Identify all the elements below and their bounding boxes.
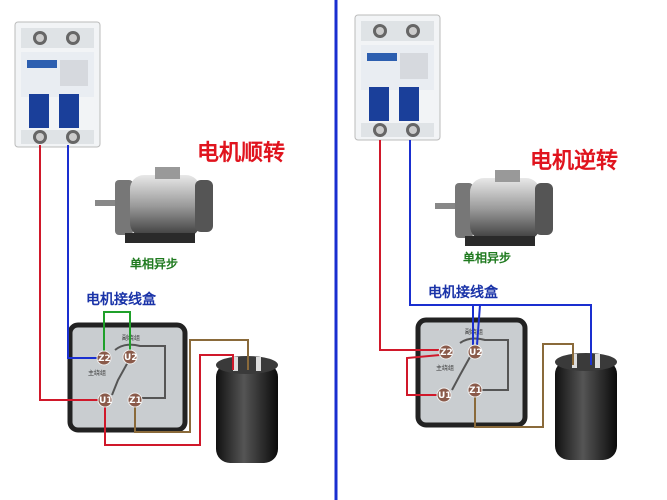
junction-box-label: 电机接线盒: [428, 284, 499, 301]
right-panel-reverse: 电机逆转 单相异步 电机接线盒 副绕组 主绕组 Z2 U2 U1 Z1: [354, 14, 618, 460]
svg-text:U1: U1: [438, 391, 452, 401]
svg-text:U2: U2: [469, 348, 483, 358]
svg-text:U1: U1: [99, 396, 113, 406]
circuit-breaker: [14, 21, 101, 148]
main-winding-label: 主绕组: [436, 364, 454, 372]
left-panel-forward: 电机顺转 单相异步 电机接线盒 副绕组 主绕组 Z2 U2 U1 Z1: [14, 21, 285, 463]
svg-text:Z2: Z2: [98, 354, 111, 364]
capacitor-wire-red: [104, 354, 234, 446]
motor-label: 单相异步: [130, 256, 178, 271]
circuit-breaker: [354, 14, 441, 141]
live-wire: [379, 140, 440, 351]
motor-label: 单相异步: [463, 250, 511, 265]
right-title: 电机逆转: [530, 148, 618, 174]
capacitor-wire-brown: [134, 339, 249, 433]
terminal-z1: Z1: [467, 382, 483, 398]
svg-text:Z1: Z1: [129, 396, 142, 406]
terminal-z2: Z2: [96, 350, 112, 366]
jumper-wire: [103, 311, 131, 352]
motor-image: [95, 167, 213, 243]
capacitor: [216, 356, 278, 463]
terminal-z2: Z2: [438, 344, 454, 360]
junction-box-label: 电机接线盒: [86, 291, 157, 308]
svg-text:Z2: Z2: [440, 348, 453, 358]
capacitor: [555, 353, 617, 460]
motor-image: [435, 170, 553, 246]
aux-winding-label: 副绕组: [122, 334, 140, 342]
terminal-u2: U2: [467, 344, 483, 360]
terminal-u1: U1: [97, 392, 113, 408]
left-title: 电机顺转: [197, 140, 285, 166]
live-wire: [39, 145, 100, 401]
capacitor-wire-brown: [474, 343, 574, 428]
main-winding-label: 主绕组: [88, 369, 106, 377]
aux-winding-label: 副绕组: [465, 328, 483, 336]
neutral-wire: [67, 145, 100, 359]
u2-capacitor-wire: [472, 304, 481, 346]
terminal-u2: U2: [122, 349, 138, 365]
neutral-wire: [409, 140, 592, 365]
svg-text:U2: U2: [124, 353, 138, 363]
terminal-z1: Z1: [127, 392, 143, 408]
svg-text:Z1: Z1: [469, 386, 482, 396]
terminal-u1: U1: [436, 387, 452, 403]
jumper-wire: [406, 354, 441, 396]
